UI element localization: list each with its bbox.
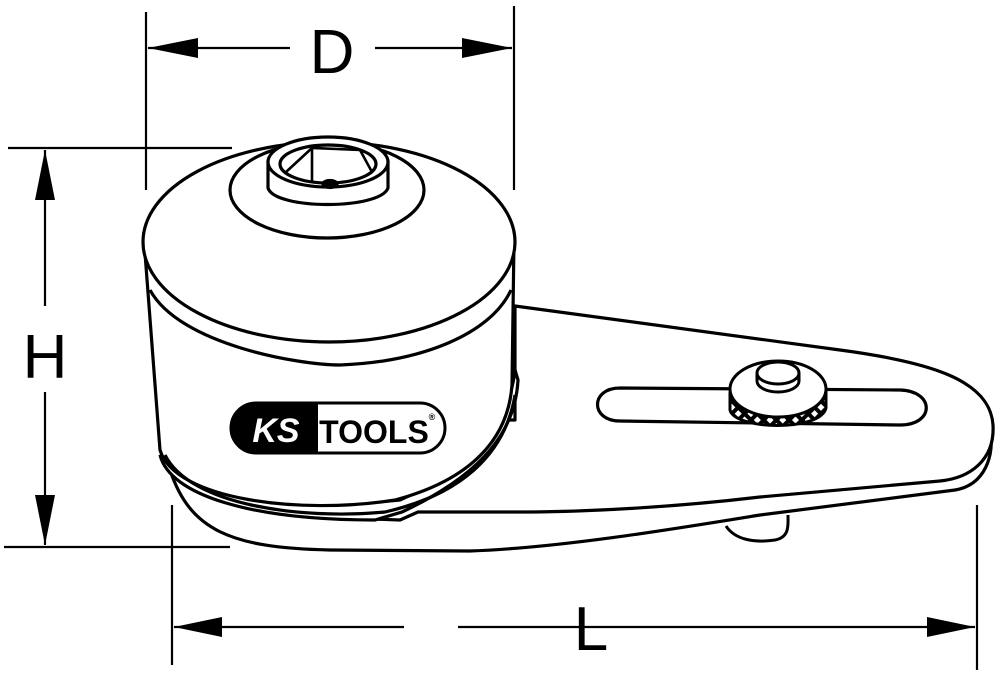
dimension-d: [144, 6, 516, 190]
socket-detent-ball: [321, 178, 339, 190]
arrowhead-d-left: [148, 38, 198, 58]
housing-band-line-lower: [148, 289, 513, 367]
arrowhead-h-top: [35, 150, 55, 200]
ks-tools-logo: KS TOOLS ®: [229, 401, 447, 455]
arrowhead-h-bottom: [35, 495, 55, 545]
dimension-h: [4, 146, 232, 549]
arrowhead-l-right: [927, 617, 975, 637]
dimension-label-l: L: [574, 595, 608, 664]
housing-lower-edge: [163, 394, 517, 516]
dimension-l: [170, 505, 979, 670]
logo-tools-text: TOOLS: [319, 414, 429, 450]
bottom-stud: [724, 514, 790, 543]
knurled-thumbscrew: [728, 359, 828, 427]
thumbscrew-cap-top: [755, 360, 801, 386]
arrowhead-l-left: [174, 617, 222, 637]
square-drive-socket: [266, 135, 390, 207]
dimension-label-h: H: [23, 323, 68, 392]
logo-ks-text: KS: [252, 412, 300, 450]
logo-black-half: [231, 403, 318, 453]
socket-square-hole: [285, 146, 374, 182]
arrowhead-d-right: [462, 38, 512, 58]
dimension-label-d: D: [310, 18, 355, 87]
logo-registered-mark: ®: [429, 412, 436, 422]
